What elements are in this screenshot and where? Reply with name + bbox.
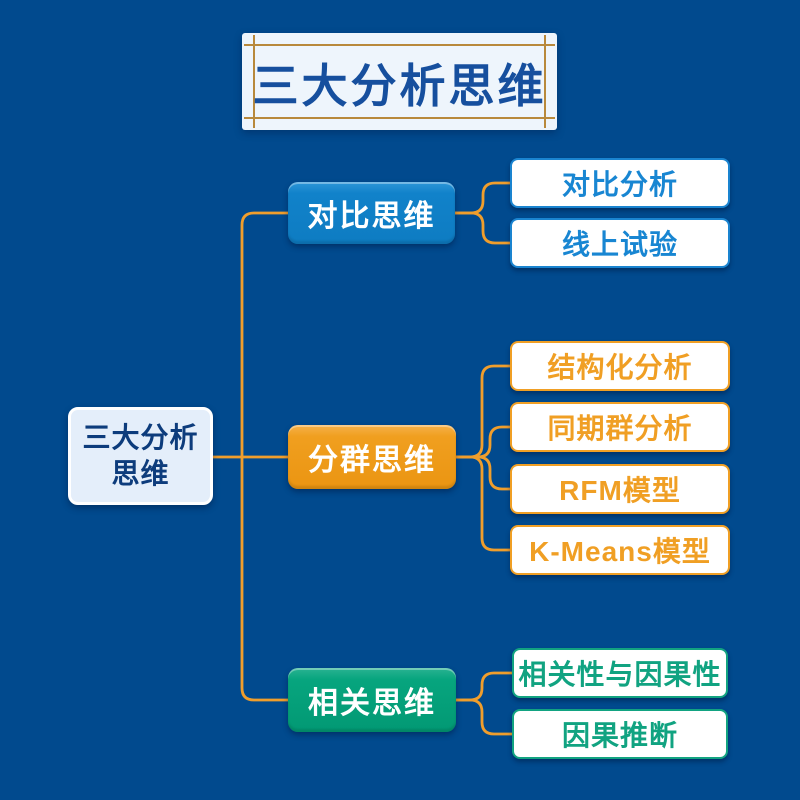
connector-comparison-child-1 [453,181,512,215]
child-node-label: 结构化分析 [547,352,693,383]
root-node: 三大分析 思维 [68,407,213,505]
crosshair-icon [535,108,555,128]
child-node-causal-inference: 因果推断 [512,709,728,759]
title-frame-line-left [253,46,255,117]
connector-correlation-child-1 [454,671,514,702]
connector-segmentation-child-4 [454,455,512,552]
branch-node-comparison-label: 对比思维 [307,200,436,233]
title-frame-line-right [544,46,546,117]
connector-root-to-correlation [240,455,290,702]
child-node-label: K-Means模型 [529,536,711,567]
child-node-comparison-analysis: 对比分析 [510,158,730,208]
child-node-label: 线上试验 [561,229,678,260]
child-node-online-experiment: 线上试验 [510,218,730,268]
page-title: 三大分析思维 [252,59,547,112]
connector-segmentation-child-1 [454,364,512,459]
child-node-label: 同期群分析 [547,413,693,444]
root-node-label-line2: 思维 [111,458,170,489]
child-node-structured-analysis: 结构化分析 [510,341,730,391]
connector-segmentation-child-3 [454,455,512,491]
branch-node-correlation-label: 相关思维 [308,687,436,720]
child-node-label: 因果推断 [561,720,678,751]
crosshair-icon [244,108,264,128]
branch-node-correlation: 相关思维 [288,668,456,732]
child-node-cohort-analysis: 同期群分析 [510,402,730,452]
child-node-correlation-vs-causation: 相关性与因果性 [512,648,728,698]
crosshair-icon [535,35,555,55]
connector-comparison-child-2 [453,211,512,245]
connector-correlation-child-2 [454,698,514,736]
child-node-kmeans-model: K-Means模型 [510,525,730,575]
title-frame-line-bottom [255,117,544,119]
child-node-label: 对比分析 [561,169,678,200]
root-node-label-line1: 三大分析 [82,422,199,453]
title-frame-line-top [255,44,544,46]
title-plaque: 三大分析思维 [242,33,557,130]
crosshair-icon [244,35,264,55]
branch-node-segmentation: 分群思维 [288,425,456,489]
child-node-label: 相关性与因果性 [518,659,722,690]
child-node-label: RFM模型 [559,475,681,506]
branch-node-segmentation-label: 分群思维 [308,444,436,477]
child-node-rfm-model: RFM模型 [510,464,730,514]
branch-node-comparison: 对比思维 [288,182,455,244]
connector-root-to-comparison [240,211,290,459]
